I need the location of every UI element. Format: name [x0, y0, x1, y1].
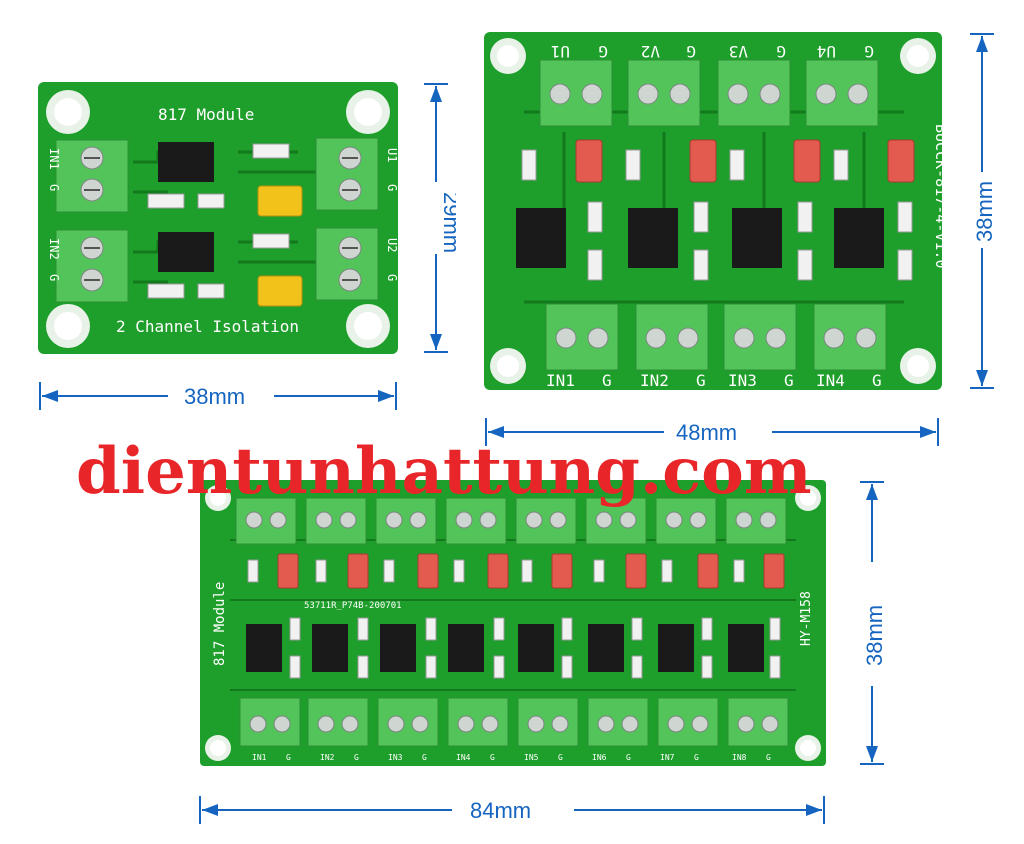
pin-label: IN5	[524, 753, 539, 762]
pin-label: IN7	[660, 753, 675, 762]
pin-label: G	[385, 274, 398, 281]
optocoupler-chip	[158, 142, 214, 182]
terminal-u1	[315, 137, 379, 211]
dimension-label: 84mm	[470, 798, 531, 823]
dimension-height-2ch: 29mm	[424, 83, 456, 353]
pin-label: U1	[551, 42, 570, 61]
pin-label: IN4	[816, 371, 845, 390]
pin-label: IN1	[252, 753, 267, 762]
jumpers-red	[277, 553, 785, 589]
pin-label: IN2	[320, 753, 335, 762]
dimension-label: 38mm	[862, 605, 887, 666]
jumper-yellow	[257, 275, 303, 307]
dimension-label: 48mm	[676, 420, 737, 445]
pin-label: G	[490, 753, 495, 762]
smd-parts	[521, 149, 913, 281]
pin-label: G	[626, 753, 631, 762]
pin-label: IN1	[47, 148, 61, 170]
pin-label: G	[422, 753, 427, 762]
smd-resistor	[147, 283, 185, 299]
pin-label: G	[47, 274, 61, 281]
pin-label: U1	[385, 148, 398, 162]
pin-label: G	[47, 184, 61, 191]
dimension-height-4ch: 38mm	[970, 33, 997, 389]
terminal-in2	[55, 229, 129, 303]
dimension-width-8ch: 84mm	[199, 796, 825, 824]
pin-label: U2	[385, 238, 398, 252]
module-title: 817 Module	[212, 582, 228, 666]
pin-label: G	[696, 371, 706, 390]
pcb-8ch	[200, 480, 826, 766]
smd-resistor	[252, 143, 290, 159]
pin-label: G	[864, 42, 874, 61]
pin-label: G	[872, 371, 882, 390]
pin-label: V2	[641, 42, 660, 61]
board-8-channel: 53711R_P74B-200701 817 Module HY-M158 IN…	[200, 480, 826, 766]
smd-parts	[247, 559, 781, 679]
pin-label: G	[776, 42, 786, 61]
jumper-yellow	[257, 185, 303, 217]
terminal-u2	[315, 227, 379, 301]
pin-label: G	[354, 753, 359, 762]
board-model-label: BUCCK-817-4-V1.0	[932, 124, 942, 269]
dimension-label: 38mm	[184, 384, 245, 409]
pin-label: IN1	[546, 371, 575, 390]
smd-led	[197, 193, 225, 209]
smd-resistor	[147, 193, 185, 209]
module-subtitle: 2 Channel Isolation	[116, 317, 299, 336]
dimension-width-2ch: 38mm	[39, 382, 397, 410]
pin-label: IN2	[640, 371, 669, 390]
pin-label: IN3	[388, 753, 403, 762]
module-title: 817 Module	[158, 105, 254, 124]
dimension-width-4ch: 48mm	[485, 418, 939, 446]
dimension-height-8ch: 38mm	[860, 481, 887, 765]
pin-label: V3	[729, 42, 748, 61]
pin-label: G	[558, 753, 563, 762]
terminal-in1	[55, 139, 129, 213]
optocoupler-chip	[158, 232, 214, 272]
board-model-label: HY-M158	[799, 591, 814, 646]
pin-label: G	[686, 42, 696, 61]
pin-label: IN2	[47, 238, 61, 260]
pin-label: G	[385, 184, 398, 191]
pin-label: G	[784, 371, 794, 390]
optocoupler-chips	[516, 208, 884, 268]
watermark-text: dientunhattung.com	[76, 434, 812, 509]
board-4-channel: U1 G V2 G V3 G U4 G IN1 G IN2 G IN3 G IN…	[484, 32, 942, 390]
board-2-channel: 817 Module 2 Channel Isolation IN1 G IN2…	[38, 82, 398, 354]
pin-label: U4	[817, 42, 836, 61]
smd-resistor	[252, 233, 290, 249]
pin-label: IN8	[732, 753, 747, 762]
pin-label: G	[694, 753, 699, 762]
pin-label: G	[602, 371, 612, 390]
pin-label: G	[598, 42, 608, 61]
pin-label: IN4	[456, 753, 471, 762]
dimension-label: 38mm	[972, 181, 997, 242]
smd-led	[197, 283, 225, 299]
dimension-label: 29mm	[439, 192, 456, 253]
board-code-label: 53711R_P74B-200701	[304, 601, 402, 611]
optocoupler-chips	[246, 624, 764, 672]
pin-label: G	[766, 753, 771, 762]
jumpers-red	[575, 139, 915, 183]
pin-label: IN6	[592, 753, 607, 762]
pin-label: G	[286, 753, 291, 762]
pin-label: IN3	[728, 371, 757, 390]
